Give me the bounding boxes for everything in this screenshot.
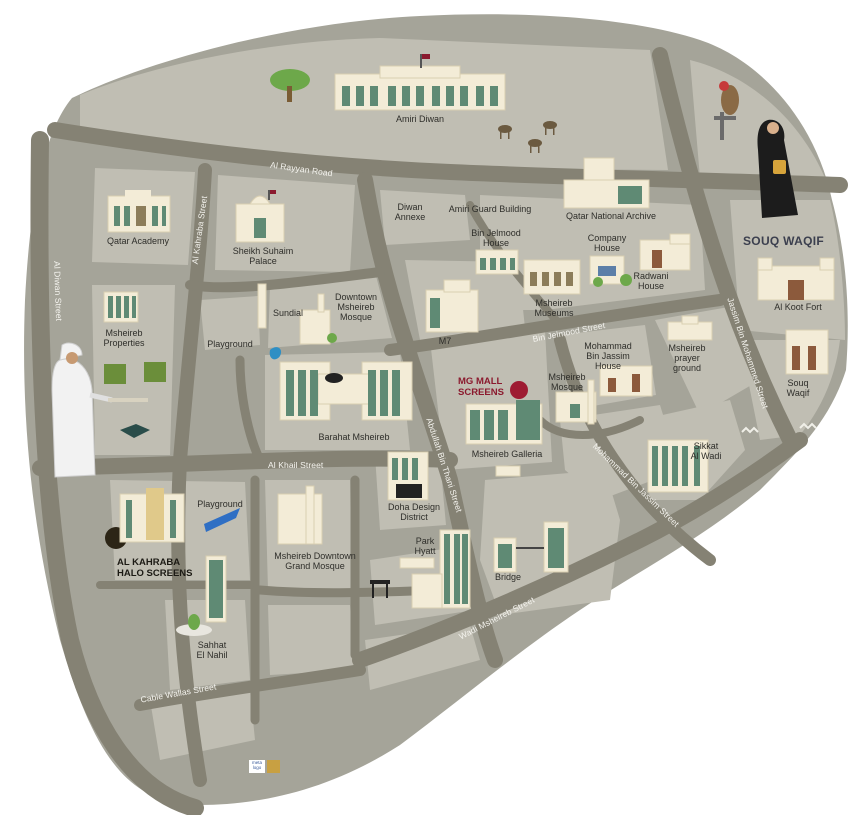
msheireb-prayer-ground-building: [667, 315, 713, 341]
woman-figure: [757, 119, 798, 218]
sikkat-al-wadi-building: [647, 439, 709, 493]
label-playground-1: Playground: [207, 339, 253, 349]
road-wadi-msheireb: [352, 432, 808, 668]
label-diwan-annexe: Diwan Annexe: [394, 202, 426, 222]
m7-building: [425, 279, 479, 333]
falcon-icon: [714, 81, 739, 140]
mohammad-bin-jassim-house-building: [599, 365, 653, 397]
label-al-kahraba-halo-screens[interactable]: AL KAHRABA HALO SCREENS: [117, 557, 193, 579]
road-inner-4: [536, 416, 644, 439]
mg-mall-screens-marker[interactable]: [510, 381, 528, 399]
label-barahat-msheireb: Barahat Msheireb: [318, 432, 390, 442]
label-doha-design-district: Doha Design District: [387, 502, 441, 522]
road-al-diwan: [30, 131, 204, 815]
road-network: [30, 47, 848, 815]
souq-waqif-title: SOUQ WAQIF: [743, 234, 824, 248]
man-figure: [51, 342, 113, 478]
bin-jelmood-house-building: [475, 249, 519, 275]
label-amiri-diwan: Amiri Diwan: [395, 114, 444, 124]
sundial-monument: [257, 283, 267, 329]
label-bridge: Bridge: [494, 572, 521, 582]
qatar-academy-building: [107, 190, 171, 233]
logo-text: meta logo: [251, 760, 262, 770]
playground-slide-icon: [204, 508, 240, 532]
label-sheikh-suhaim-palace: Sheikh Suhaim Palace: [232, 246, 294, 266]
souq-waqif-building: [785, 329, 829, 375]
label-msheireb-prayer-ground: Msheireb prayer ground: [668, 343, 706, 373]
msheireb-museums-building: [523, 259, 581, 295]
label-amiri-guard-building: Amiri Guard Building: [448, 204, 532, 214]
qatar-national-archive-building: [563, 157, 650, 209]
label-sahhat-el-nahil: Sahhat El Nahil: [196, 640, 228, 660]
label-mohammad-bin-jassim-house: Mohammad Bin Jassim House: [584, 341, 632, 371]
label-sikkat-al-wadi: Sikkat Al Wadi: [690, 441, 722, 461]
steps-icon: [741, 422, 817, 434]
barahat-msheireb-building: [279, 361, 413, 421]
label-park-hyatt: Park Hyatt: [414, 536, 436, 556]
label-company-house: Company House: [587, 233, 627, 253]
label-souq-waqif: Souq Waqif: [786, 378, 810, 398]
label-sundial: Sundial: [272, 308, 304, 318]
al-koot-fort-building: [757, 257, 835, 301]
road-mohammad-bin-jassim: [554, 334, 716, 566]
street-label-al-diwan: Al Diwan Street: [52, 260, 65, 322]
label-msheireb-museums: Msheireb Museums: [534, 298, 574, 318]
label-msheireb-galleria: Msheireb Galleria: [471, 449, 543, 459]
park-hyatt-building: [399, 529, 471, 609]
downtown-msheireb-mosque-building: [299, 293, 337, 345]
label-radwani-house: Radwani House: [633, 271, 669, 291]
label-msheireb-properties: Msheireb Properties: [103, 328, 145, 348]
label-m7: M7: [438, 336, 452, 346]
company-house-building: [589, 255, 632, 287]
label-qatar-national-archive: Qatar National Archive: [565, 211, 657, 221]
label-downtown-msheireb-mosque: Downtown Msheireb Mosque: [334, 292, 378, 322]
msheireb-properties-building: [103, 291, 166, 438]
road-al-rayyan: [47, 122, 848, 193]
amiri-diwan-building: [334, 54, 506, 111]
label-bin-jelmood-house: Bin Jelmood House: [471, 228, 521, 248]
road-jassim-bin-mohammed: [652, 47, 798, 448]
label-qatar-academy: Qatar Academy: [106, 236, 170, 246]
radwani-house-building: [639, 233, 691, 271]
msheireb-downtown-grand-mosque-building: [277, 485, 323, 545]
bridge-building: [493, 521, 569, 573]
sahhat-el-nahil-building: [176, 555, 227, 636]
label-mg-mall-screens[interactable]: MG MALL SCREENS: [458, 376, 504, 398]
road-inner-1: [185, 267, 385, 293]
camel-icon: [498, 121, 557, 153]
road-inner-2: [235, 355, 265, 465]
label-msheireb-downtown-grand-mosque: Msheireb Downtown Grand Mosque: [274, 551, 356, 571]
tree-icon: [270, 69, 310, 102]
road-inner-7: [466, 201, 564, 329]
playground-icon: [269, 347, 282, 360]
doha-design-district-building: [387, 451, 429, 501]
label-al-koot-fort: Al Koot Fort: [774, 302, 822, 312]
label-msheireb-mosque: Msheireb Mosque: [548, 372, 586, 392]
sheikh-suhaim-palace-building: [235, 190, 285, 243]
msheireb-galleria-building: [465, 400, 543, 477]
road-bin-jelmood: [384, 294, 726, 356]
gazebo-icon: [370, 580, 390, 598]
al-kahraba-building: [119, 488, 185, 543]
street-label-al-khail: Al Khail Street: [268, 460, 324, 470]
msheireb-mosque-building: [555, 379, 597, 425]
logo-badge: [249, 760, 280, 773]
label-playground-2: Playground: [197, 499, 243, 509]
